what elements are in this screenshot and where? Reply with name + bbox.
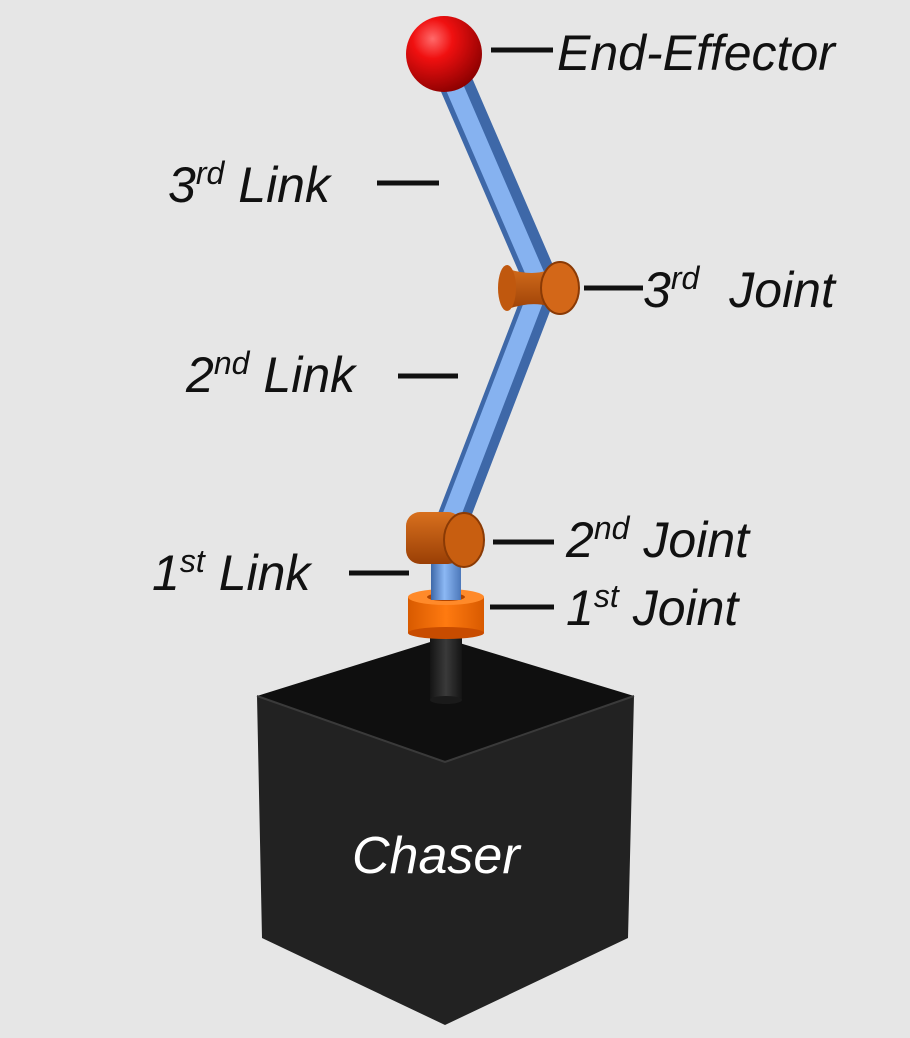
- joint-3: [498, 261, 580, 315]
- label-link-2: 2nd Link: [186, 347, 356, 403]
- label-link-3: 3rd Link: [168, 157, 330, 213]
- label-joint-3-text: Joint: [729, 262, 835, 318]
- label-joint-1-sup: st: [593, 578, 619, 614]
- link-2: [432, 274, 557, 548]
- label-joint-3: 3rd Joint: [643, 262, 835, 318]
- label-link-3-text: Link: [238, 157, 330, 213]
- label-joint-2-sup: nd: [593, 510, 630, 546]
- end-effector-ball: [406, 16, 482, 92]
- label-joint-3-sup: rd: [670, 260, 700, 296]
- label-joint-1: 1st Joint: [566, 580, 739, 636]
- label-link-3-sup: rd: [195, 155, 225, 191]
- label-joint-2-num: 2: [566, 512, 594, 568]
- chaser-front-face: [257, 696, 634, 1025]
- label-end-effector: End-Effector: [557, 28, 835, 78]
- label-joint-1-num: 1: [566, 580, 594, 636]
- label-chaser: Chaser: [352, 827, 520, 885]
- label-joint-2: 2nd Joint: [566, 512, 750, 568]
- label-link-2-sup: nd: [213, 345, 250, 381]
- label-link-1-text: Link: [218, 545, 311, 601]
- label-link-2-num: 2: [186, 347, 214, 403]
- label-link-1-sup: st: [179, 543, 205, 579]
- base-post-top: [430, 696, 462, 704]
- label-link-1: 1st Link: [152, 545, 311, 601]
- base-post: [430, 632, 462, 700]
- label-link-2-text: Link: [263, 347, 356, 403]
- label-link-1-num: 1: [152, 545, 180, 601]
- chaser-edge: [256, 695, 635, 764]
- label-link-3-num: 3: [168, 157, 196, 213]
- leader-lines: [349, 47, 643, 610]
- label-joint-2-text: Joint: [643, 512, 750, 568]
- joint-2: [406, 512, 485, 568]
- label-joint-3-num: 3: [643, 262, 671, 318]
- label-end-effector-text: End-Effector: [557, 25, 835, 81]
- link-3: [434, 55, 560, 302]
- label-joint-1-text: Joint: [632, 580, 739, 636]
